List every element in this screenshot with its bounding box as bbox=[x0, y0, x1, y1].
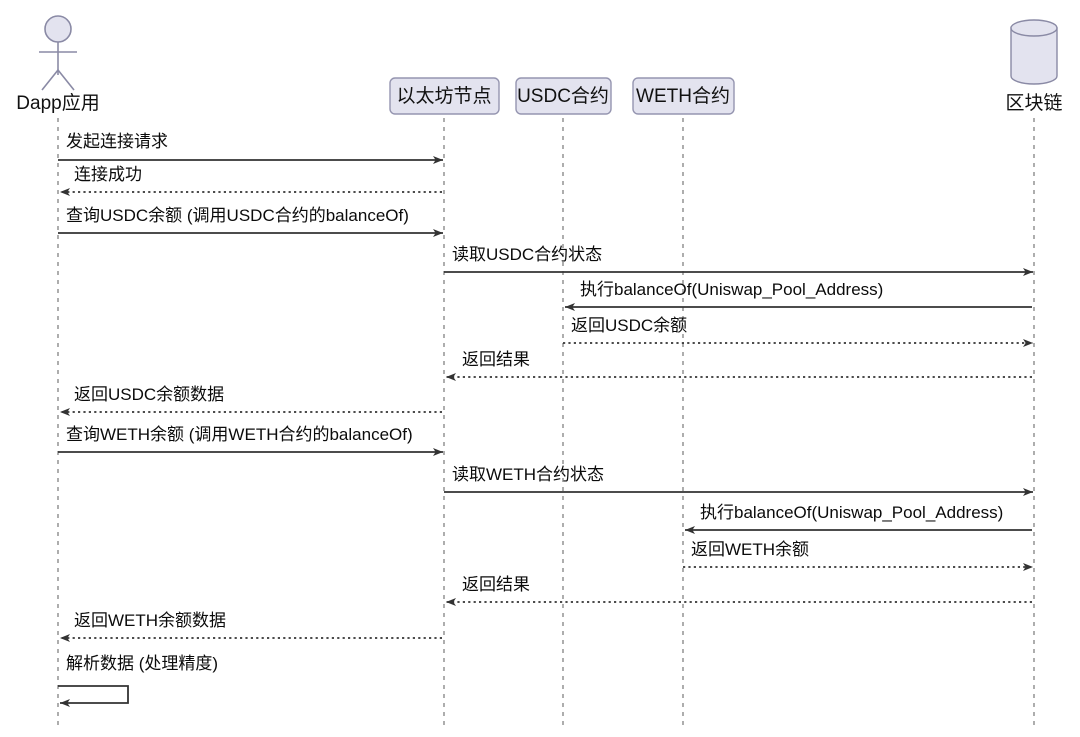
message-label: 发起连接请求 bbox=[66, 132, 168, 151]
actor-leg-right-icon bbox=[57, 69, 75, 91]
participants: Dapp应用 以太坊节点 USDC合约 WETH合约 区块链 bbox=[16, 15, 1063, 115]
message-3: 查询USDC余额 (调用USDC合约的balanceOf) bbox=[58, 206, 443, 237]
actor-leg-left-icon bbox=[41, 69, 59, 91]
message-label: 返回WETH余额 bbox=[691, 540, 809, 559]
message-label: 返回WETH余额数据 bbox=[74, 611, 226, 630]
actor-head-icon bbox=[44, 15, 72, 43]
message-9: 查询WETH余额 (调用WETH合约的balanceOf) bbox=[58, 425, 443, 456]
participant-label-usdc: USDC合约 bbox=[517, 85, 609, 107]
participant-box-node[interactable] bbox=[389, 77, 500, 115]
message-12: 返回WETH余额 bbox=[683, 540, 1033, 571]
message-label: 执行balanceOf(Uniswap_Pool_Address) bbox=[700, 503, 1003, 522]
message-label: 读取WETH合约状态 bbox=[452, 465, 604, 484]
message-label: 解析数据 (处理精度) bbox=[66, 654, 218, 673]
message-4: 读取USDC合约状态 bbox=[444, 245, 1033, 276]
message-10: 读取WETH合约状态 bbox=[444, 465, 1033, 496]
lifelines bbox=[57, 118, 1035, 726]
message-8: 返回USDC余额数据 bbox=[60, 385, 442, 416]
participant-box-weth[interactable] bbox=[632, 77, 735, 115]
message-11: 执行balanceOf(Uniswap_Pool_Address) bbox=[685, 503, 1032, 534]
participant-label-weth: WETH合约 bbox=[636, 85, 730, 107]
message-label: 返回结果 bbox=[462, 575, 530, 594]
participant-label-dapp: Dapp应用 bbox=[16, 92, 99, 114]
message-label: 连接成功 bbox=[74, 165, 142, 184]
message-15: 解析数据 (处理精度) bbox=[58, 654, 218, 707]
message-13: 返回结果 bbox=[446, 575, 1032, 606]
participant-label-blockchain: 区块链 bbox=[1005, 92, 1062, 114]
message-label: 执行balanceOf(Uniswap_Pool_Address) bbox=[580, 280, 883, 299]
message-2: 连接成功 bbox=[60, 165, 442, 196]
message-7: 返回结果 bbox=[446, 350, 1032, 381]
participant-label-node: 以太坊节点 bbox=[396, 85, 491, 107]
message-label: 返回USDC余额数据 bbox=[74, 385, 224, 404]
message-label: 返回结果 bbox=[462, 350, 530, 369]
message-label: 读取USDC合约状态 bbox=[452, 245, 602, 264]
message-label: 查询USDC余额 (调用USDC合约的balanceOf) bbox=[66, 206, 409, 225]
message-5: 执行balanceOf(Uniswap_Pool_Address) bbox=[565, 280, 1032, 311]
database-body-icon bbox=[1010, 27, 1058, 85]
database-top-icon bbox=[1010, 19, 1058, 37]
message-self-loop bbox=[58, 685, 129, 707]
message-6: 返回USDC余额 bbox=[563, 316, 1033, 347]
message-14: 返回WETH余额数据 bbox=[60, 611, 442, 642]
message-1: 发起连接请求 bbox=[58, 132, 443, 164]
message-label: 返回USDC余额 bbox=[571, 316, 687, 335]
participant-box-usdc[interactable] bbox=[515, 77, 612, 115]
message-label: 查询WETH余额 (调用WETH合约的balanceOf) bbox=[66, 425, 413, 444]
